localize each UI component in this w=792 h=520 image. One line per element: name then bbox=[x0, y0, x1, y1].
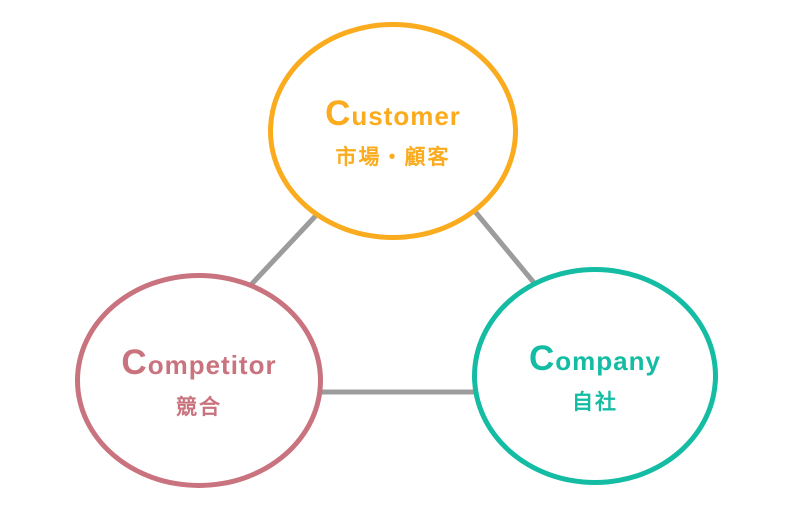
customer-node: Customer 市場・顧客 bbox=[268, 22, 518, 240]
connector-customer-competitor bbox=[245, 206, 325, 291]
customer-label-ja: 市場・顧客 bbox=[335, 146, 451, 170]
company-node: Company 自社 bbox=[472, 267, 718, 485]
company-label-ja: 自社 bbox=[572, 391, 618, 415]
connector-customer-company bbox=[466, 201, 542, 292]
competitor-label-en: Competitor bbox=[121, 343, 277, 383]
company-label-en: Company bbox=[529, 338, 661, 378]
customer-label-en: Customer bbox=[325, 93, 461, 133]
competitor-node: Competitor 競合 bbox=[75, 273, 323, 488]
competitor-label-ja: 競合 bbox=[176, 395, 222, 419]
